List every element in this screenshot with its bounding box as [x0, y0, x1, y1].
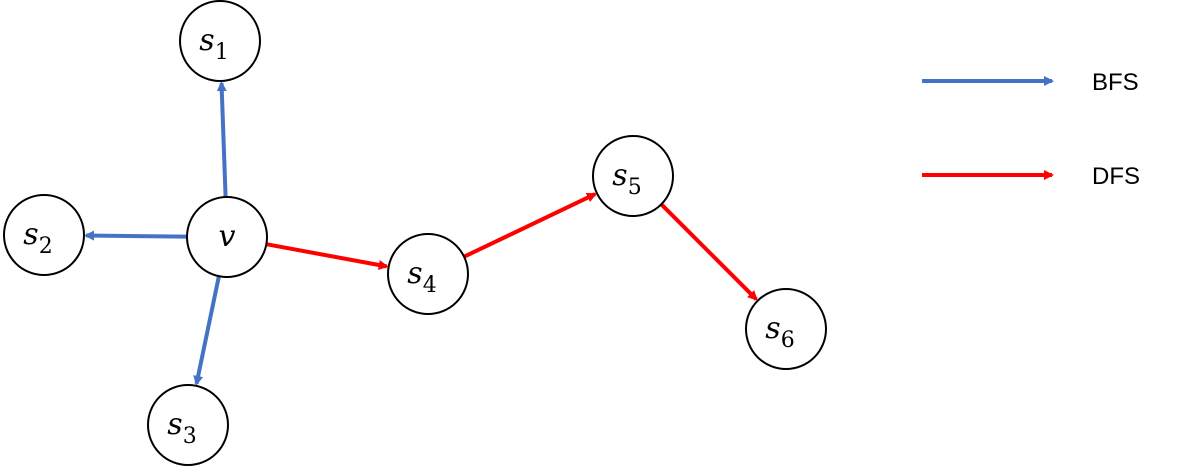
nodes-layer: v s1 s2 s3 s4	[3, 0, 827, 466]
edge-s4-s5	[463, 192, 597, 259]
legend: BFS DFS	[922, 69, 1140, 190]
legend-label-dfs: DFS	[1092, 163, 1140, 190]
legend-item-bfs: BFS	[922, 69, 1139, 96]
svg-text:s3: s3	[167, 407, 196, 449]
node-s6: s6	[745, 288, 827, 370]
legend-label-bfs: BFS	[1092, 69, 1139, 96]
node-s4-label: s	[407, 256, 422, 291]
node-s1-label: s	[199, 23, 214, 58]
svg-text:s1: s1	[199, 23, 228, 65]
edge-v-s4	[265, 242, 389, 270]
node-s2: s2	[3, 194, 85, 276]
svg-text:s6: s6	[765, 311, 794, 353]
node-s3-subscript: 3	[183, 424, 197, 449]
edge-v-s2	[84, 230, 188, 241]
edge-v-s3	[193, 275, 221, 386]
node-s6-subscript: 6	[781, 328, 795, 353]
node-s5-label: s	[612, 158, 627, 193]
node-s1-subscript: 1	[215, 40, 229, 65]
node-s4: s4	[387, 233, 469, 315]
legend-item-dfs: DFS	[922, 163, 1140, 190]
node-v: v	[186, 196, 268, 278]
node-s3: s3	[147, 384, 229, 466]
edges-layer	[84, 81, 758, 386]
svg-text:v: v	[219, 219, 236, 254]
edge-v-s1	[216, 81, 228, 198]
node-s4-subscript: 4	[423, 273, 437, 298]
node-s6-label: s	[765, 311, 780, 346]
node-s2-subscript: 2	[39, 234, 53, 259]
edge-s5-s6	[659, 202, 758, 301]
svg-text:s5: s5	[612, 158, 641, 200]
node-s5-subscript: 5	[628, 175, 642, 200]
svg-text:s2: s2	[23, 217, 52, 259]
node-s1: s1	[179, 0, 261, 82]
node-s3-label: s	[167, 407, 182, 442]
node-s5: s5	[592, 135, 674, 217]
node-s2-label: s	[23, 217, 38, 252]
node-v-label: v	[219, 219, 236, 254]
svg-text:s4: s4	[407, 256, 436, 298]
